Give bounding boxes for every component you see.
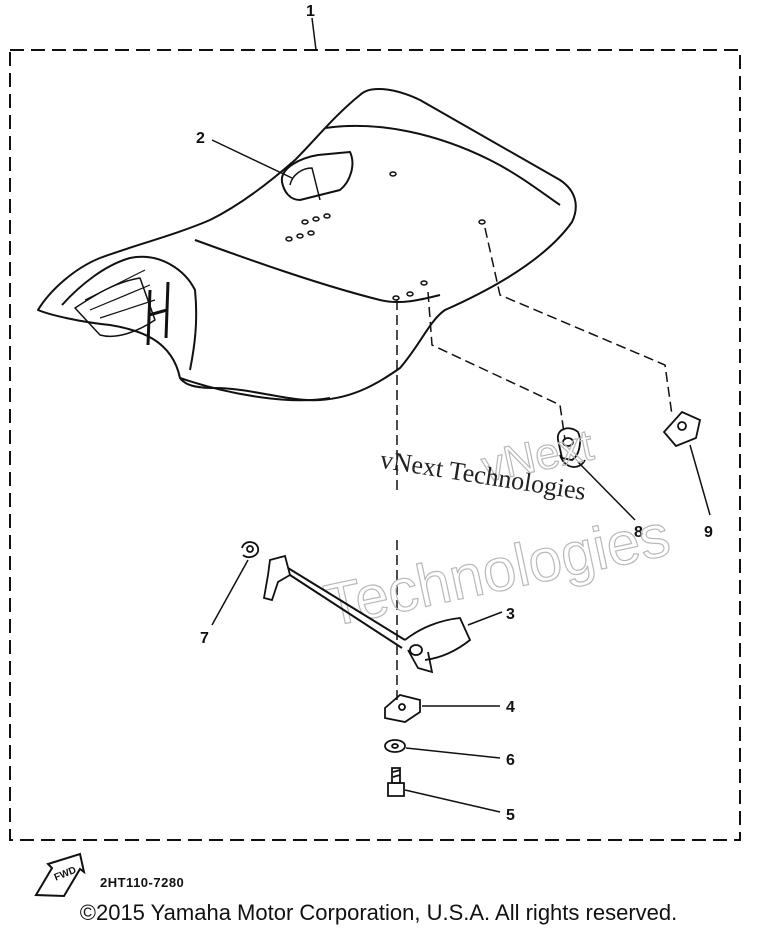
nut-7: [241, 541, 260, 559]
leader-1: [311, 17, 317, 51]
callout-8[interactable]: 8: [634, 524, 643, 541]
callout-7[interactable]: 7: [200, 630, 209, 647]
leader-7: [211, 559, 249, 626]
callout-2[interactable]: 2: [196, 130, 205, 147]
seat-holes: [285, 171, 486, 301]
damper-8: [557, 427, 586, 468]
assembly-border: [9, 49, 741, 841]
copyright-notice: ©2015 Yamaha Motor Corporation, U.S.A. A…: [79, 900, 678, 925]
callout-9[interactable]: 9: [704, 524, 713, 541]
leader-9: [689, 444, 711, 516]
leader-3: [467, 611, 503, 626]
callout-5[interactable]: 5: [506, 807, 515, 824]
seat-outline: [37, 88, 577, 402]
seat-h-mark: [146, 281, 170, 346]
washer-6: [384, 739, 406, 753]
bolt-5: [387, 767, 405, 797]
seat-pocket-lines: [84, 269, 156, 319]
seat-pocket-inner: [74, 277, 156, 337]
clip-nut-9: [662, 410, 702, 448]
seat-assembly: [37, 88, 577, 402]
seat-grab-handle: [280, 151, 354, 201]
watermark-outline-bottom: Technologies: [319, 501, 676, 639]
part-code: 2HT110-7280: [100, 875, 184, 890]
bracket-4: [384, 694, 421, 723]
seat-underside: [179, 377, 331, 402]
seat-top-ridge: [324, 124, 561, 206]
callout-1[interactable]: 1: [306, 3, 315, 20]
callout-3[interactable]: 3: [506, 606, 515, 623]
fwd-arrow-icon: FWD: [34, 852, 86, 898]
watermark: vNext Technologies vNext Technologies: [318, 420, 676, 640]
leader-8: [577, 461, 636, 521]
leader-5: [404, 789, 501, 813]
callout-4[interactable]: 4: [506, 699, 515, 716]
leader-6: [405, 747, 501, 759]
leader-2: [211, 139, 293, 179]
seat-grab-handle-inner: [289, 167, 321, 201]
seat-front-pocket: [61, 255, 198, 371]
alignment-lines: [396, 227, 673, 700]
lock-rod-3: [262, 554, 472, 674]
callout-6[interactable]: 6: [506, 752, 515, 769]
seat-side-seam: [194, 239, 441, 304]
